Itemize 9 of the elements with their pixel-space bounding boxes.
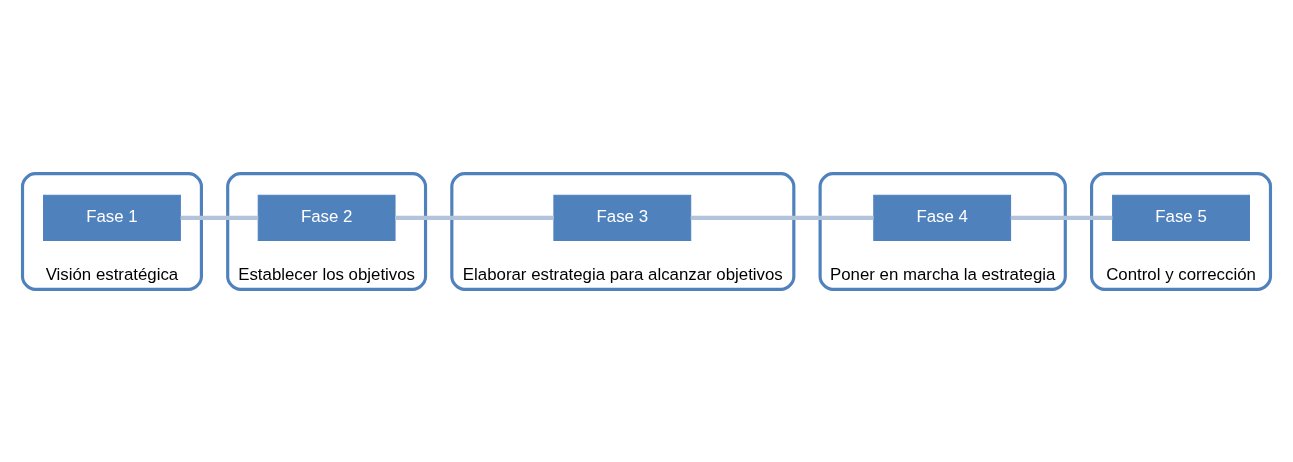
node-box: Fase 1 (43, 194, 181, 241)
node-box: Fase 3 (553, 194, 692, 241)
connector (395, 215, 554, 220)
node-box: Fase 2 (257, 194, 396, 241)
connector (180, 215, 259, 220)
connector (690, 215, 874, 220)
node-box: Fase 5 (1112, 194, 1250, 241)
connector (1010, 215, 1113, 220)
node-box: Fase 4 (873, 194, 1012, 241)
